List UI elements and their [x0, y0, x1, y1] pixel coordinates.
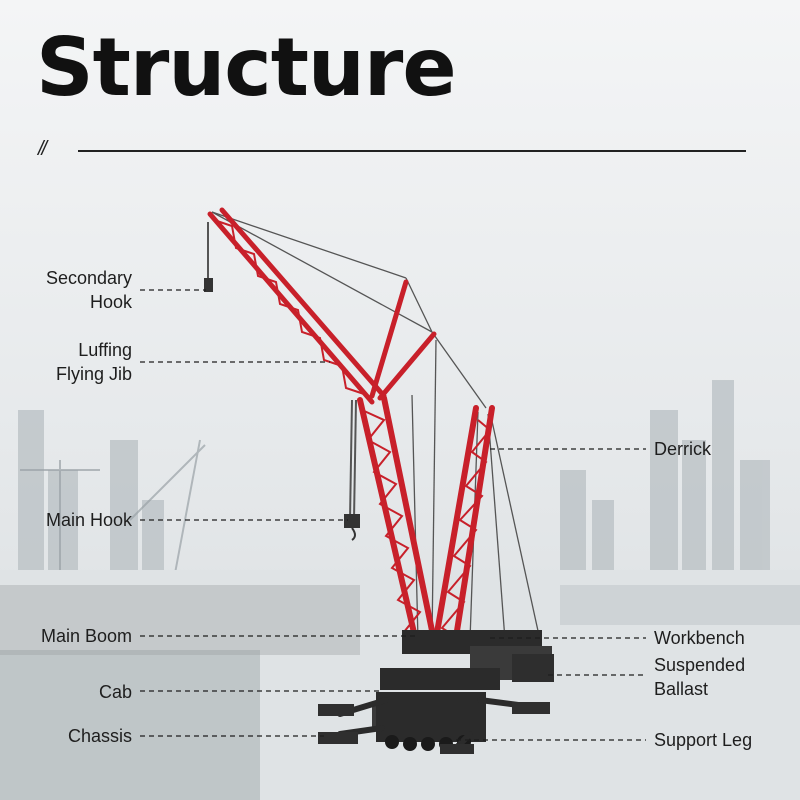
- main-hook-block: [344, 399, 360, 541]
- callout-leaders: [140, 289, 646, 741]
- label-workbench: Workbench: [654, 626, 745, 650]
- label-line: Support Leg: [654, 730, 753, 750]
- main-boom-bracing: [361, 409, 427, 645]
- crawler-crane: [204, 207, 554, 754]
- label-derrick: Derrick: [654, 437, 711, 461]
- label-line: Cab: [98, 682, 132, 702]
- title-divider-line: [78, 150, 746, 152]
- jib-strut: [369, 279, 437, 401]
- page-title: Structure: [36, 21, 457, 114]
- label-main-boom: Main Boom: [41, 624, 132, 648]
- support-pads: [318, 702, 550, 754]
- label-line: Flying Jib: [55, 364, 132, 384]
- label-line: Luffing: [78, 340, 132, 360]
- label-cab: Cab: [99, 680, 132, 704]
- label-line: Main Hook: [45, 510, 132, 530]
- label-line: Secondary: [45, 268, 132, 288]
- label-line: Ballast: [654, 679, 709, 699]
- city-skyline: [18, 380, 770, 590]
- label-line: Hook: [89, 292, 132, 312]
- label-luffing-flying-jib: Luffing Flying Jib: [56, 338, 132, 386]
- secondary-hook-block: [204, 222, 213, 292]
- chassis: [376, 692, 486, 751]
- luffing-jib-bracing: [213, 219, 365, 395]
- label-line: Chassis: [67, 726, 132, 746]
- title-divider-mark: //: [38, 138, 47, 160]
- label-main-hook: Main Hook: [46, 508, 132, 532]
- derrick-bracing: [440, 419, 492, 639]
- label-line: Derrick: [654, 439, 711, 459]
- label-line: Main Boom: [40, 626, 132, 646]
- label-line: Suspended: [654, 655, 746, 675]
- label-suspended-ballast: Suspended Ballast: [654, 653, 745, 701]
- label-secondary-hook: Secondary Hook: [46, 266, 132, 314]
- label-support-leg: Support Leg: [654, 728, 752, 752]
- label-chassis: Chassis: [68, 724, 132, 748]
- label-line: Workbench: [654, 628, 745, 648]
- superstructure: [380, 630, 554, 690]
